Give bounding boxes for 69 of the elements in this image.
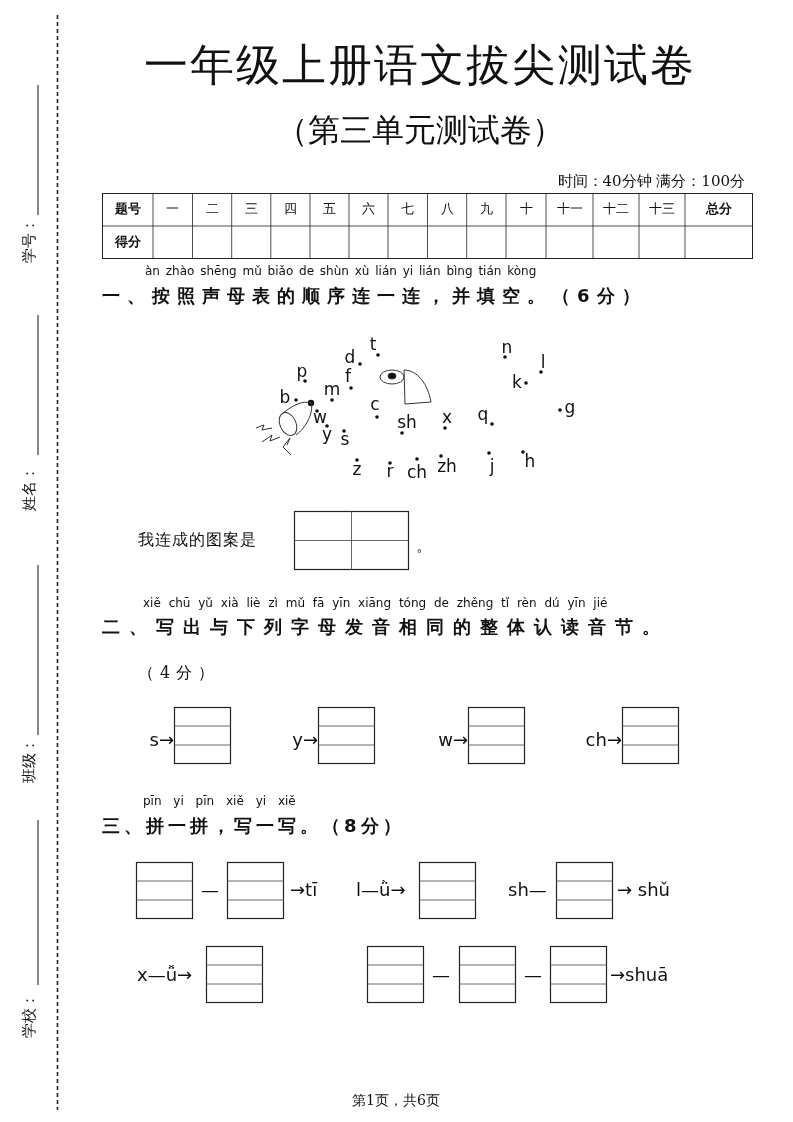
dot-letter: t: [369, 335, 377, 355]
syllable-result: → shǔ: [617, 879, 670, 901]
dot-letter: h: [524, 452, 536, 472]
dot-letter: l: [540, 353, 546, 373]
dot-letter: w: [313, 408, 327, 428]
score-note: （4分）: [138, 663, 221, 683]
dot-letter: y: [321, 425, 333, 445]
pinyin-line: pīn yi pīn xiě yi xiě: [143, 795, 296, 809]
question-heading: 三、拼一拼，写一写。（8分）: [102, 815, 405, 837]
syllable-result: →tī: [290, 879, 318, 901]
punctuation: 。: [416, 536, 432, 556]
spelling-prompt: sh—: [508, 879, 547, 901]
dot-letter: b: [279, 388, 291, 408]
field-label: 学号：: [21, 217, 39, 263]
prompt-text: 我连成的图案是: [138, 530, 257, 550]
subtitle: （第三单元测试卷）: [276, 111, 564, 149]
dot-letter: f: [345, 367, 351, 387]
spelling-prompt: x—ǚ→: [137, 964, 193, 986]
field-label: 学校：: [21, 992, 39, 1038]
dash-sign: —: [524, 964, 542, 986]
dot-letter: s: [340, 430, 350, 450]
pinyin-line: xiě chū yǔ xià liè zì mǔ fā yīn xiāng tóng de zhěng tǐ rèn dú yīn jié: [143, 597, 608, 611]
dot-letter: g: [564, 398, 576, 418]
dash-sign: —: [201, 879, 219, 901]
letter-prompt: y→: [292, 729, 318, 751]
column-heading: 六: [362, 201, 375, 217]
column-heading: 七: [401, 201, 415, 217]
question-heading: 二、写出与下列字母发音相同的整体认读音节。: [102, 616, 669, 638]
page-number: 第1页，共6页: [352, 1091, 440, 1109]
column-heading: 十二: [603, 201, 629, 217]
dot-letter: p: [296, 362, 308, 382]
question-heading: 一、按照声母表的顺序连一连，并填空。（6分）: [102, 285, 647, 307]
column-heading: 一: [166, 201, 180, 217]
column-heading: 九: [479, 201, 493, 217]
column-heading: 三: [244, 201, 258, 217]
letter-prompt: s→: [149, 729, 174, 751]
time-info: 时间：40分钟 满分：100分: [557, 173, 745, 191]
dot-letter: m: [323, 380, 341, 400]
column-heading: 八: [440, 201, 454, 217]
dash-sign: —: [432, 964, 450, 986]
column-heading: 十一: [556, 201, 583, 217]
column-heading: 四: [283, 201, 297, 217]
dot-letter: c: [370, 395, 380, 415]
letter-prompt: ch→: [585, 729, 622, 751]
pinyin-line: àn zhào shēng mǔ biǎo de shùn xù lián yi lián bìng tián kòng: [145, 265, 537, 279]
dot-letter: sh: [397, 413, 417, 433]
syllable-result: →shuā: [610, 964, 669, 986]
dot-letter: z: [352, 460, 362, 480]
dot-letter: k: [512, 373, 522, 393]
field-label: 班级：: [21, 737, 39, 783]
dot-letter: j: [489, 457, 495, 477]
dot-letter: q: [477, 405, 489, 425]
column-heading: 五: [323, 201, 336, 217]
column-heading: 总分: [705, 201, 732, 217]
dot-letter: d: [344, 348, 356, 368]
dot-letter: r: [386, 462, 394, 482]
column-heading: 十三: [649, 201, 675, 217]
column-heading: 题号: [114, 201, 141, 217]
page-title: 一年级上册语文拔尖测试卷: [144, 39, 696, 91]
column-heading: 二: [205, 201, 219, 217]
field-label: 姓名：: [21, 465, 39, 511]
dot-letter: zh: [437, 457, 457, 477]
column-heading: 十: [519, 201, 533, 217]
spelling-prompt: l—ǜ→: [356, 879, 406, 901]
row-heading: 得分: [114, 234, 141, 250]
dot-letter: n: [501, 338, 513, 358]
letter-prompt: w→: [438, 729, 468, 751]
dot-letter: ch: [406, 463, 428, 483]
dot-letter: x: [441, 408, 453, 428]
